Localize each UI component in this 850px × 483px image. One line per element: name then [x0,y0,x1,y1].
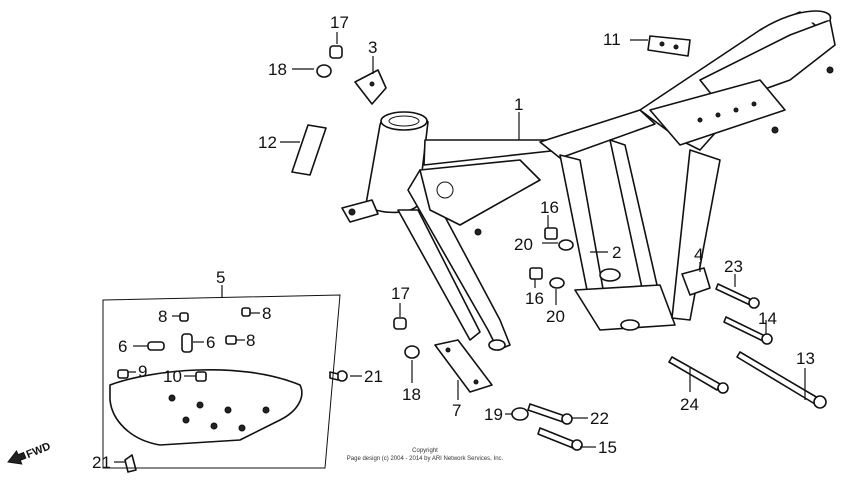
callout-2: 2 [612,243,621,262]
callout-17-top: 17 [330,13,349,32]
bolt-13[interactable] [736,351,827,409]
nut-17-mid[interactable] [393,317,407,330]
washer-20-lower[interactable] [549,277,565,289]
copyright-notice: Copyright Page design (c) 2004 - 2014 by… [347,448,504,462]
bolt-15[interactable] [537,427,583,451]
nut-17-top[interactable] [329,45,343,59]
callout-24: 24 [680,395,699,414]
bolt-21-bottom[interactable] [124,454,137,473]
callout-10: 10 [163,367,182,386]
callout-6-left: 6 [118,337,127,356]
callout-20-upper: 20 [514,235,533,254]
skid-plate-inset[interactable] [102,294,341,469]
bolt-24[interactable] [668,356,729,394]
callout-16-upper: 16 [540,198,559,217]
callout-23: 23 [724,257,743,276]
copyright-line-2: Page design (c) 2004 - 2014 by ARI Netwo… [347,456,504,462]
bracket-4[interactable] [681,267,711,296]
callout-11: 11 [603,30,621,49]
callout-18-top: 18 [268,60,287,79]
callout-labels: 17 18 3 11 12 1 16 20 2 4 23 16 20 17 14… [92,13,815,472]
strip-12[interactable] [291,124,327,176]
washer-19[interactable] [511,407,529,421]
copyright-line-1: Copyright [412,448,438,454]
callout-9: 9 [138,362,147,381]
nut-16-upper[interactable] [544,227,558,240]
callout-5: 5 [216,268,225,287]
callout-8-mid: 8 [246,331,255,350]
bolt-22[interactable] [527,403,573,425]
main-frame[interactable] [341,10,836,351]
callout-22: 22 [590,409,609,428]
callout-8-right: 8 [262,304,271,323]
callout-6-mid: 6 [206,333,215,352]
callout-21-mid: 21 [364,367,383,386]
callout-1: 1 [514,95,523,114]
callout-12: 12 [258,133,277,152]
callout-17-mid: 17 [391,284,410,303]
bracket-7[interactable] [434,339,493,393]
callout-16-lower: 16 [525,289,544,308]
callout-18-mid: 18 [402,385,421,404]
callout-13: 13 [796,349,815,368]
callout-21-bottom: 21 [92,453,111,472]
washer-18-mid[interactable] [404,345,420,359]
washer-18-top[interactable] [316,64,332,78]
plate-11[interactable] [647,35,691,57]
callout-4: 4 [694,245,703,264]
bolt-23[interactable] [715,283,760,309]
callout-15: 15 [598,438,617,457]
bolt-14[interactable] [723,316,773,345]
washer-20-upper[interactable] [558,239,574,251]
callout-19: 19 [484,405,503,424]
bracket-3[interactable] [354,69,387,105]
bolt-21-mid[interactable] [329,370,348,382]
callout-20-lower: 20 [546,307,565,326]
leader-lines [114,32,806,463]
nut-16-lower[interactable] [529,267,543,280]
callout-7: 7 [452,401,461,420]
forward-arrow-icon: FWD [7,440,53,465]
callout-3: 3 [368,38,377,57]
callout-8-left: 8 [158,307,167,326]
forward-label: FWD [25,440,53,461]
callout-14: 14 [758,309,777,328]
